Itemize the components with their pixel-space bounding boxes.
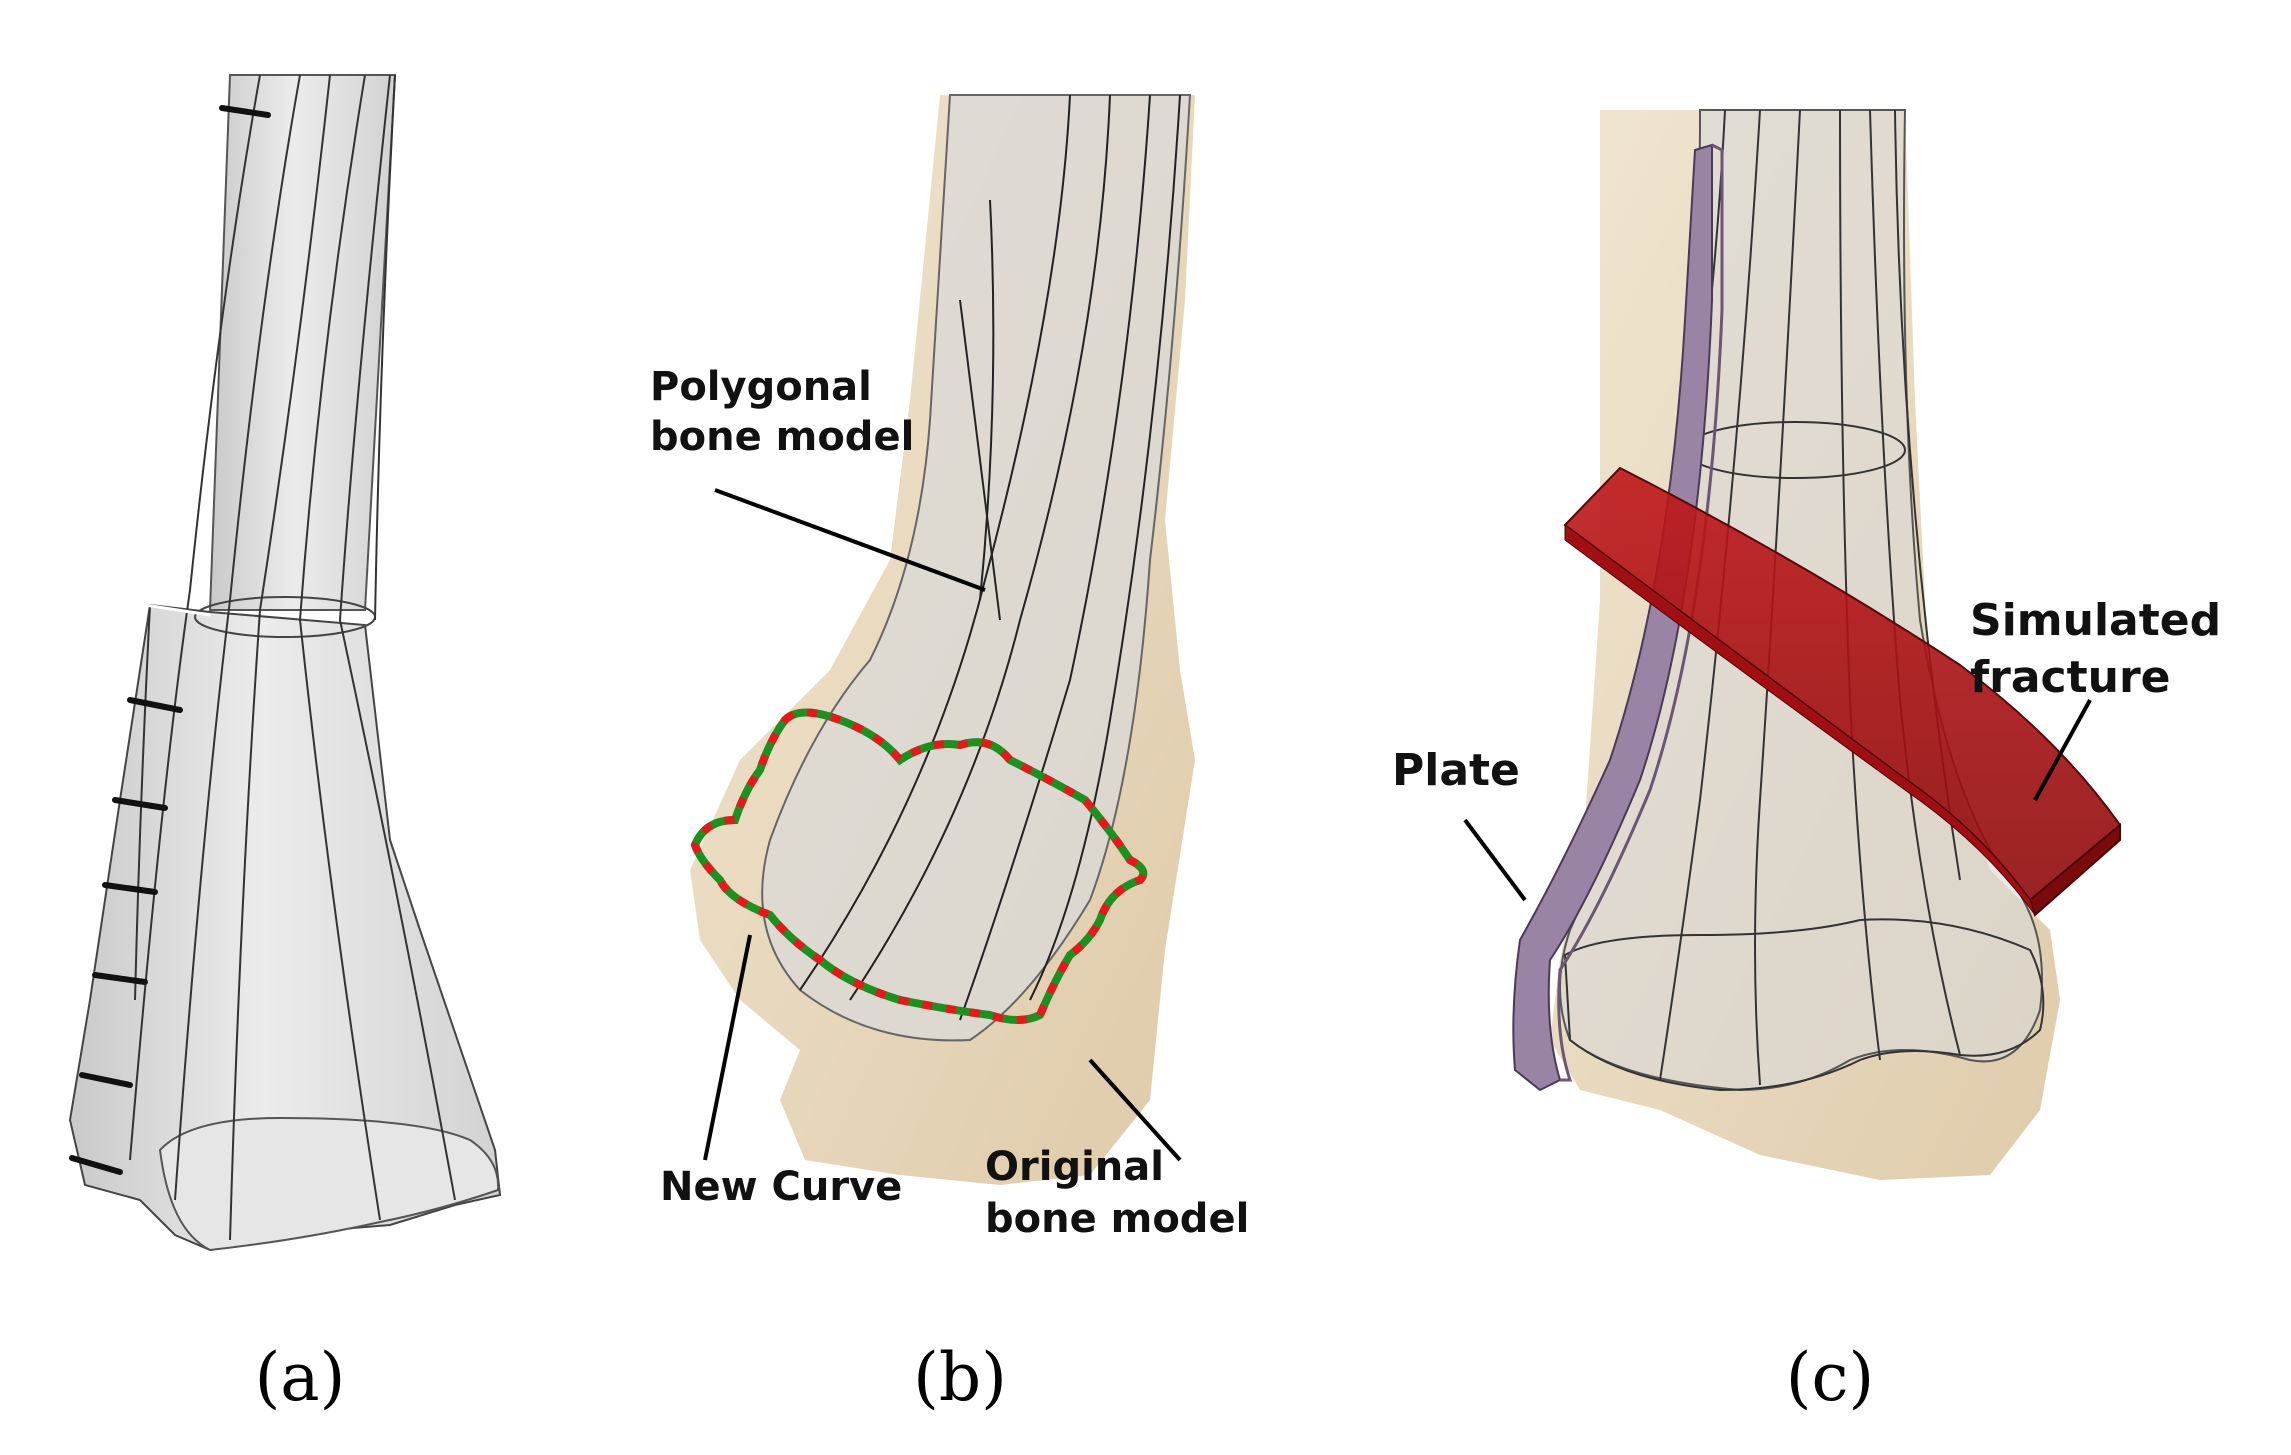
- callout-polygonal-line2: bone model: [650, 414, 914, 460]
- panel-c: Plate Simulated fracture (c): [1392, 109, 2221, 1416]
- callout-original-line2: bone model: [985, 1196, 1249, 1242]
- panel-label-c: (c): [1786, 1339, 1874, 1416]
- callout-new-curve: New Curve: [660, 1164, 902, 1210]
- edge-highlight: [144, 603, 211, 617]
- callout-polygonal-line1: Polygonal: [650, 364, 872, 410]
- surface-lines: [799, 94, 1181, 1021]
- bone-shaft: [208, 74, 397, 611]
- cut-markers: [69, 105, 271, 1175]
- condyle-outline: [158, 1116, 500, 1252]
- new-curve: [690, 708, 1148, 1024]
- callout-original-line1: Original: [985, 1144, 1164, 1190]
- panel-label-b: (b): [913, 1339, 1007, 1416]
- panel-label-a: (a): [255, 1339, 346, 1416]
- fracture-front-edge: [1564, 524, 2036, 916]
- polygonal-bone-model: [761, 94, 1192, 1042]
- callout-plate: Plate: [1392, 745, 1520, 796]
- callout-simulated-line2: fracture: [1970, 652, 2171, 703]
- plate-edge: [1557, 143, 1724, 1082]
- callout-simulated-line1: Simulated: [1970, 595, 2221, 646]
- panel-a: (a): [68, 74, 502, 1416]
- panel-b: Polygonal bone model New Curve Original …: [650, 94, 1249, 1416]
- leader-lines: [1463, 699, 2092, 902]
- leader-lines: [703, 488, 1182, 1162]
